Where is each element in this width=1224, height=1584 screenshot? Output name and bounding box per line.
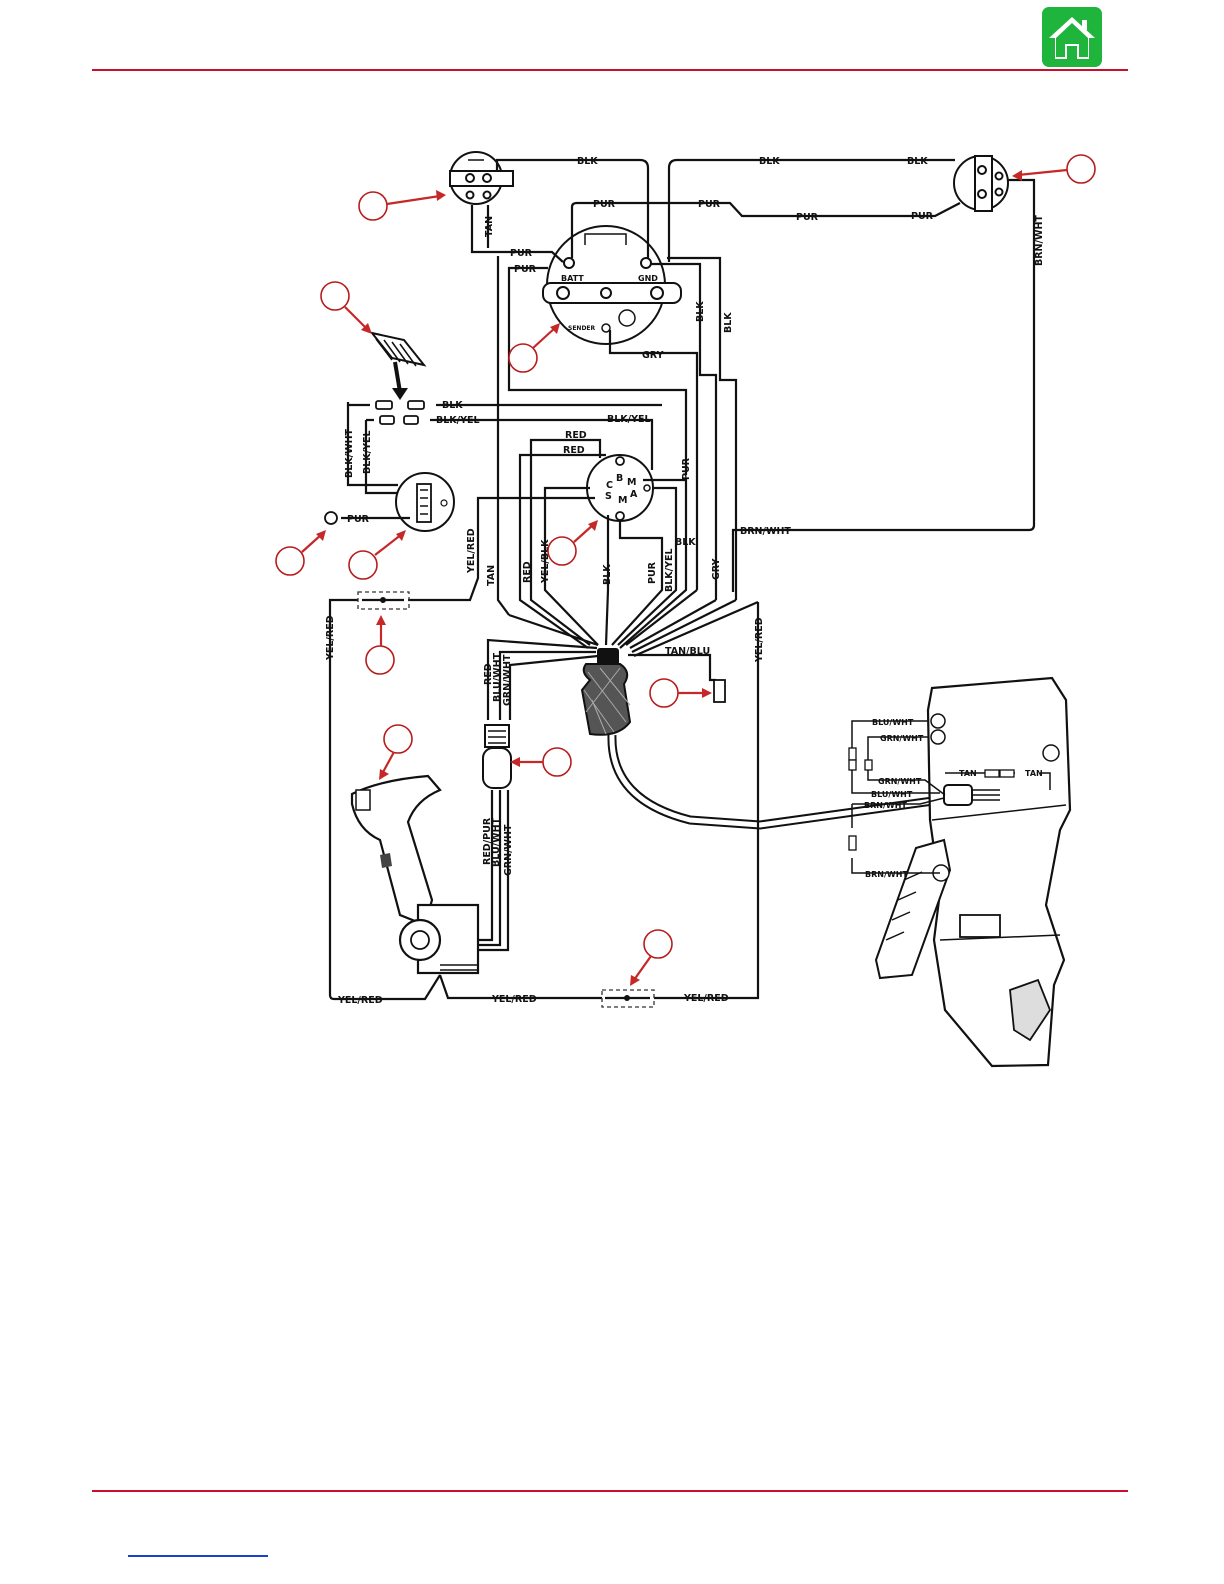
gnd-label: GND — [638, 274, 658, 283]
label-red-1: RED — [565, 430, 587, 441]
home-icon — [1049, 17, 1095, 59]
label-red-2: RED — [563, 445, 585, 456]
label-gry-tach: GRY — [642, 350, 664, 361]
callout-12 — [643, 929, 673, 959]
lanyard-switch — [324, 472, 455, 532]
label-pur-tach-top: PUR — [593, 199, 616, 210]
label-eng-brn-wht: BRN/WHT — [864, 801, 907, 810]
label-blk-top-mid: BLK — [759, 156, 780, 167]
label-yel-blk-vert: YEL/BLK — [540, 539, 551, 584]
footer-rule — [92, 1490, 1128, 1492]
label-eng-blu-wht: BLU/WHT — [872, 718, 914, 727]
label-yel-red-bot-right: YEL/RED — [683, 993, 729, 1004]
label-blk-tach-b: BLK — [723, 312, 734, 333]
bullet-connectors — [357, 591, 655, 1008]
label-eng-tan-b: TAN — [1025, 769, 1043, 778]
label-pur-left: PUR — [510, 248, 533, 259]
label-pur-top-right: PUR — [698, 199, 721, 210]
label-eng-grn-wht: GRN/WHT — [880, 734, 924, 743]
label-red-pur-ctrl: RED/PUR — [482, 817, 493, 865]
footer-link[interactable] — [128, 1555, 268, 1557]
callout-10 — [383, 724, 413, 754]
label-grn-wht-conn: GRN/WHT — [502, 654, 513, 706]
sender-label: SENDER — [568, 325, 596, 332]
label-pur-right-a: PUR — [796, 212, 819, 223]
label-yel-red-right: YEL/RED — [754, 617, 765, 663]
callout-5 — [275, 546, 305, 576]
label-yel-red-left: YEL/RED — [325, 615, 336, 661]
top-wires — [470, 158, 1036, 616]
ignition-switch: B C S M A M — [408, 438, 688, 649]
callout-6 — [348, 550, 378, 580]
label-gry-vert: GRY — [711, 558, 722, 580]
callout-1 — [358, 191, 388, 221]
label-pur-vert: PUR — [647, 561, 658, 584]
wire-labels: BLK BLK BLK TAN PUR PUR PUR PUR PUR BRN/… — [325, 156, 1045, 1006]
callout-2 — [1066, 154, 1096, 184]
label-pur-tach-left: PUR — [514, 264, 537, 275]
label-blk-yel-fuse: BLK/YEL — [436, 415, 480, 426]
header-rule — [92, 69, 1128, 71]
label-blk-tach-a: BLK — [695, 301, 706, 322]
label-blk-wht-vert: BLK/WHT — [344, 428, 355, 478]
term-m2: M — [627, 477, 636, 488]
callout-3 — [320, 281, 350, 311]
label-blu-wht-conn: BLU/WHT — [492, 652, 503, 702]
fuse-wires — [346, 400, 662, 495]
label-yel-red-bot-left: YEL/RED — [337, 995, 383, 1006]
label-blk-fuse: BLK — [442, 400, 463, 411]
callout-4 — [508, 343, 538, 373]
callouts — [275, 154, 1096, 986]
label-red-vert: RED — [522, 561, 533, 583]
label-yel-red-1: YEL/RED — [466, 528, 477, 574]
label-blk-yel-vert: BLK/YEL — [362, 430, 373, 474]
label-tan-blu: TAN/BLU — [665, 646, 710, 657]
term-m: M — [618, 495, 627, 506]
left-gauge — [449, 151, 514, 205]
term-a: A — [630, 489, 638, 500]
label-blk-ign: BLK — [675, 537, 696, 548]
label-blk-top-left: BLK — [577, 156, 598, 167]
label-eng-grn-wht-2: GRN/WHT — [878, 777, 922, 786]
label-tan-vert: TAN — [486, 565, 497, 586]
label-blk-vert: BLK — [602, 564, 613, 585]
label-blk-top-right: BLK — [907, 156, 928, 167]
harness — [486, 589, 941, 830]
label-tan-left: TAN — [484, 216, 495, 237]
label-brn-wht-mid: BRN/WHT — [740, 526, 791, 537]
home-button[interactable] — [1042, 7, 1102, 67]
callout-7 — [547, 536, 577, 566]
batt-label: BATT — [561, 274, 584, 283]
label-red-conn: RED — [483, 663, 494, 685]
label-blu-wht-ctrl: BLU/WHT — [491, 817, 502, 867]
label-eng-tan-a: TAN — [959, 769, 977, 778]
outboard-engine — [848, 676, 1072, 1068]
callout-9 — [649, 678, 679, 708]
label-pur-ign: PUR — [681, 457, 692, 480]
label-eng-blu-wht-2: BLU/WHT — [871, 790, 913, 799]
label-grn-wht-ctrl: GRN/WHT — [503, 824, 514, 876]
tachometer: BATT GND SENDER — [542, 225, 682, 345]
label-brn-wht-right: BRN/WHT — [1034, 215, 1045, 266]
label-yel-red-bot-mid: YEL/RED — [491, 994, 537, 1005]
remote-control — [328, 598, 760, 1001]
callout-8 — [365, 645, 395, 675]
term-s: S — [605, 491, 612, 502]
term-c: C — [606, 480, 613, 491]
right-gauge — [953, 155, 1009, 212]
fuse-clip — [369, 331, 427, 400]
label-blk-yel-right: BLK/YEL — [607, 414, 651, 425]
term-b: B — [616, 473, 623, 484]
callout-11 — [542, 747, 572, 777]
label-eng-brn-wht-2: BRN/WHT — [865, 870, 908, 879]
label-pur-switch: PUR — [347, 514, 370, 525]
label-blk-yel-vert2: BLK/YEL — [664, 548, 675, 592]
label-pur-right-b: PUR — [911, 211, 934, 222]
